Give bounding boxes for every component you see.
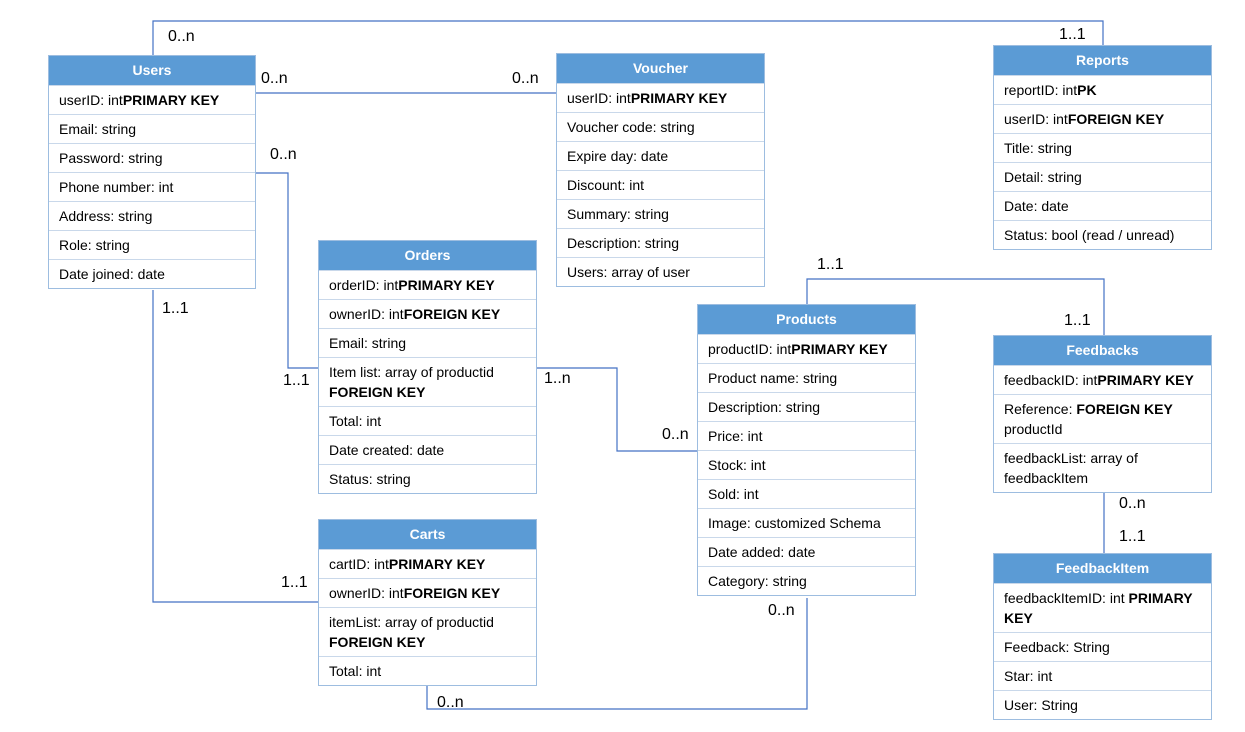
mult-products-feedbacks-feedbacks: 1..1: [1064, 312, 1091, 329]
mult-users-reports-reports: 1..1: [1059, 26, 1086, 43]
voucher-field-description: Description: string: [557, 228, 764, 257]
voucher-field-expire: Expire day: date: [557, 141, 764, 170]
users-field-password: Password: string: [49, 143, 255, 172]
users-header: Users: [49, 56, 255, 85]
carts-products-line: [426, 598, 808, 710]
voucher-field-users: Users: array of user: [557, 257, 764, 286]
orders-header: Orders: [319, 241, 536, 270]
voucher-field-code: Voucher code: string: [557, 112, 764, 141]
voucher-entity[interactable]: Voucher userID: int PRIMARY KEY Voucher …: [556, 53, 765, 287]
orders-entity[interactable]: Orders orderID: int PRIMARY KEY ownerID:…: [318, 240, 537, 494]
users-reports-line: [152, 20, 1104, 56]
mult-users-carts-carts: 1..1: [281, 574, 308, 591]
products-field-stock: Stock: int: [698, 450, 915, 479]
products-field-sold: Sold: int: [698, 479, 915, 508]
reports-field-title: Title: string: [994, 133, 1211, 162]
orders-field-ownerid: ownerID: int FOREIGN KEY: [319, 299, 536, 328]
products-entity[interactable]: Products productID: int PRIMARY KEY Prod…: [697, 304, 916, 596]
feedbackitem-field-user: User: String: [994, 690, 1211, 719]
carts-entity[interactable]: Carts cartID: int PRIMARY KEY ownerID: i…: [318, 519, 537, 686]
orders-field-orderid: orderID: int PRIMARY KEY: [319, 270, 536, 299]
products-field-description: Description: string: [698, 392, 915, 421]
reports-field-status: Status: bool (read / unread): [994, 220, 1211, 249]
feedbackitem-field-star: Star: int: [994, 661, 1211, 690]
orders-products-line: [536, 367, 697, 452]
feedbackitem-header: FeedbackItem: [994, 554, 1211, 583]
users-carts-line: [152, 290, 318, 603]
users-field-address: Address: string: [49, 201, 255, 230]
voucher-field-discount: Discount: int: [557, 170, 764, 199]
products-field-category: Category: string: [698, 566, 915, 595]
users-field-email: Email: string: [49, 114, 255, 143]
products-field-price: Price: int: [698, 421, 915, 450]
mult-users-carts-users: 1..1: [162, 300, 189, 317]
mult-orders-products-products: 0..n: [662, 426, 689, 443]
orders-field-email: Email: string: [319, 328, 536, 357]
products-field-image: Image: customized Schema: [698, 508, 915, 537]
feedbackitem-field-feedback: Feedback: String: [994, 632, 1211, 661]
carts-field-cartid: cartID: int PRIMARY KEY: [319, 549, 536, 578]
mult-users-orders-orders: 1..1: [283, 372, 310, 389]
carts-field-total: Total: int: [319, 656, 536, 685]
feedbacks-field-feedbackid: feedbackID: int PRIMARY KEY: [994, 365, 1211, 394]
reports-field-date: Date: date: [994, 191, 1211, 220]
mult-users-orders-users: 0..n: [270, 146, 297, 163]
feedbacks-entity[interactable]: Feedbacks feedbackID: int PRIMARY KEY Re…: [993, 335, 1212, 493]
products-field-date-added: Date added: date: [698, 537, 915, 566]
products-feedbacks-line: [806, 278, 1105, 335]
mult-orders-products-orders: 1..n: [544, 370, 571, 387]
users-entity[interactable]: Users userID: int PRIMARY KEY Email: str…: [48, 55, 256, 289]
users-field-phone: Phone number: int: [49, 172, 255, 201]
reports-field-detail: Detail: string: [994, 162, 1211, 191]
users-field-date-joined: Date joined: date: [49, 259, 255, 288]
voucher-header: Voucher: [557, 54, 764, 83]
voucher-field-userid: userID: int PRIMARY KEY: [557, 83, 764, 112]
mult-users-voucher-users: 0..n: [261, 70, 288, 87]
orders-field-date-created: Date created: date: [319, 435, 536, 464]
users-orders-line: [256, 172, 318, 369]
carts-field-ownerid: ownerID: int FOREIGN KEY: [319, 578, 536, 607]
reports-header: Reports: [994, 46, 1211, 75]
feedbacks-header: Feedbacks: [994, 336, 1211, 365]
mult-feedbacks-item-feedbacks: 0..n: [1119, 495, 1146, 512]
users-field-userid: userID: int PRIMARY KEY: [49, 85, 255, 114]
mult-products-feedbacks-products: 1..1: [817, 256, 844, 273]
mult-users-reports-users: 0..n: [168, 28, 195, 45]
mult-users-voucher-voucher: 0..n: [512, 70, 539, 87]
voucher-field-summary: Summary: string: [557, 199, 764, 228]
orders-field-status: Status: string: [319, 464, 536, 493]
products-header: Products: [698, 305, 915, 334]
reports-field-reportid: reportID: int PK: [994, 75, 1211, 104]
feedbackitem-entity[interactable]: FeedbackItem feedbackItemID: int PRIMARY…: [993, 553, 1212, 720]
reports-entity[interactable]: Reports reportID: int PK userID: int FOR…: [993, 45, 1212, 250]
users-field-role: Role: string: [49, 230, 255, 259]
mult-feedbacks-item-item: 1..1: [1119, 528, 1146, 545]
mult-carts-products-products: 0..n: [768, 602, 795, 619]
products-field-productid: productID: int PRIMARY KEY: [698, 334, 915, 363]
orders-field-total: Total: int: [319, 406, 536, 435]
carts-header: Carts: [319, 520, 536, 549]
mult-carts-products-carts: 0..n: [437, 694, 464, 711]
products-field-name: Product name: string: [698, 363, 915, 392]
reports-field-userid: userID: int FOREIGN KEY: [994, 104, 1211, 133]
